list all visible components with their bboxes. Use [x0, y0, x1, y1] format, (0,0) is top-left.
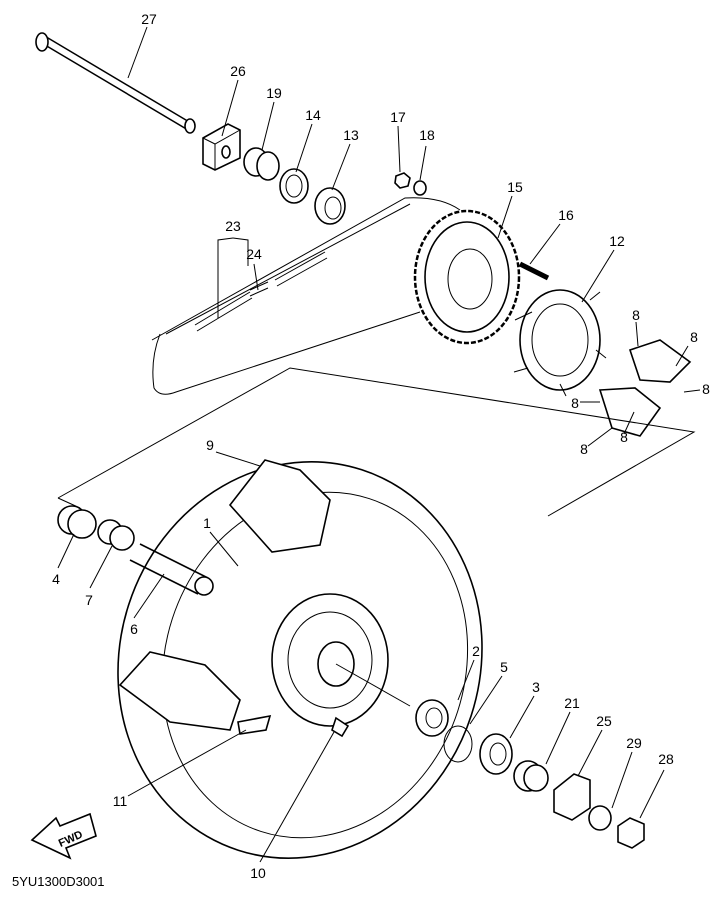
callout-27: 27	[141, 11, 157, 27]
axle-plate	[202, 123, 241, 171]
rear-wheel	[117, 461, 483, 859]
callout-7: 7	[85, 592, 93, 608]
callout-21: 21	[564, 695, 580, 711]
callout-17: 17	[390, 109, 406, 125]
oil-seal	[279, 168, 309, 204]
callout-8: 8	[580, 441, 588, 457]
bearing	[314, 187, 346, 225]
nut-washer	[394, 172, 427, 196]
callout-19: 19	[266, 85, 282, 101]
callout-8: 8	[571, 395, 579, 411]
callout-8: 8	[632, 307, 640, 323]
callout-15: 15	[507, 179, 523, 195]
callout-29: 29	[626, 735, 642, 751]
callout-8: 8	[620, 429, 628, 445]
valve	[331, 716, 350, 738]
stud-bolt	[518, 261, 550, 281]
callout-1: 1	[203, 515, 211, 531]
callout-13: 13	[343, 127, 359, 143]
callout-8: 8	[690, 329, 698, 345]
axle	[35, 32, 196, 134]
left-bearing-set	[57, 505, 214, 596]
callout-3: 3	[532, 679, 540, 695]
assembly-boundary	[57, 367, 696, 517]
callout-2: 2	[472, 643, 480, 659]
leader-lines	[57, 26, 701, 863]
balance-weight	[237, 714, 272, 735]
callout-28: 28	[658, 751, 674, 767]
callout-12: 12	[609, 233, 625, 249]
callout-26: 26	[230, 63, 246, 79]
fwd-arrow-icon: FWD	[30, 812, 97, 860]
callout-24: 24	[246, 246, 262, 262]
callout-labels: 27 26 19 14 13 17 18 15 16 12 23 24 8 8 …	[52, 11, 710, 881]
callout-10: 10	[250, 865, 266, 881]
spacer	[243, 147, 280, 181]
callout-9: 9	[206, 437, 214, 453]
callout-4: 4	[52, 571, 60, 587]
callout-14: 14	[305, 107, 321, 123]
rear-sprocket	[413, 209, 521, 345]
callout-16: 16	[558, 207, 574, 223]
callout-18: 18	[419, 127, 435, 143]
clutch-hub	[513, 289, 607, 397]
wheel-spoke-lower	[118, 651, 241, 731]
hub-dampers	[598, 339, 692, 437]
diagram-code: 5YU1300D3001	[12, 874, 105, 889]
drive-chain	[151, 197, 461, 395]
callout-25: 25	[596, 713, 612, 729]
callout-11: 11	[113, 793, 128, 809]
wheel-spoke	[228, 459, 331, 553]
callout-5: 5	[500, 659, 508, 675]
right-hub-parts	[415, 699, 645, 849]
chain-joint	[194, 251, 328, 332]
callout-6: 6	[130, 621, 138, 637]
callout-8: 8	[702, 381, 710, 397]
callout-23: 23	[225, 218, 241, 234]
